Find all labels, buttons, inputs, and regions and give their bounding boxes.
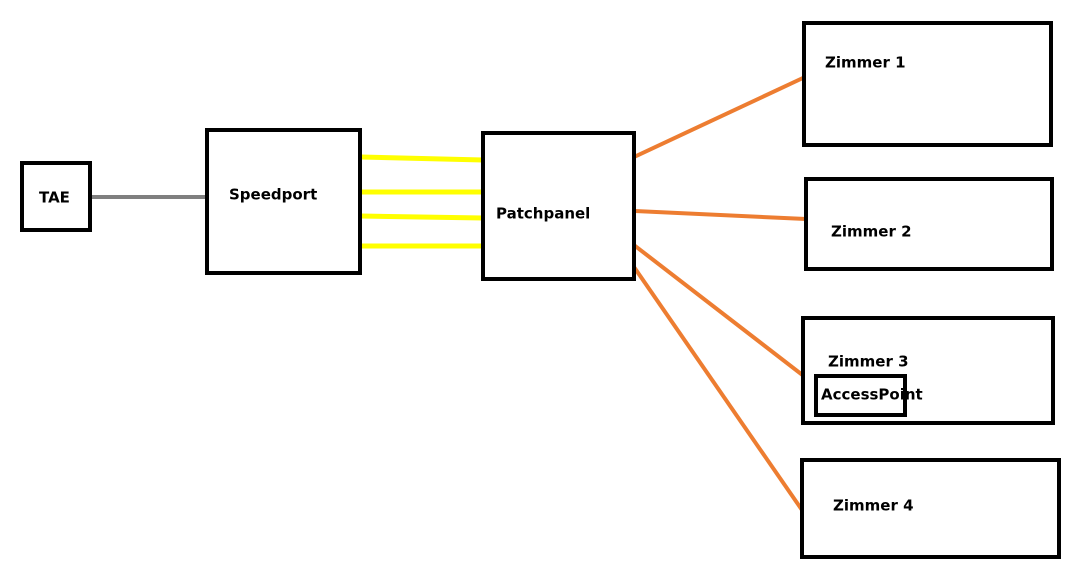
zimmer2-label: Zimmer 2 [831,223,912,241]
connections [90,75,820,512]
accesspoint-node: AccessPoint [814,374,923,417]
speedport-patchpanel-cable [360,213,484,221]
patchpanel-zimmer4-cable [632,265,804,512]
zimmer4-node: Zimmer 4 [800,458,1061,559]
patchpanel-zimmer1-cable [633,75,806,159]
zimmer3-node: Zimmer 3 AccessPoint [801,316,1055,425]
speedport-patchpanel-cable [360,154,484,163]
speedport-node: Speedport [205,128,362,275]
zimmer1-label: Zimmer 1 [825,54,906,72]
patchpanel-zimmer2-cable [633,209,807,221]
speedport-label: Speedport [229,186,317,204]
patchpanel-label: Patchpanel [496,205,590,223]
accesspoint-label: AccessPoint [821,386,923,404]
patchpanel-accesspoint-cable [628,240,820,389]
zimmer2-node: Zimmer 2 [804,177,1054,271]
tae-node: TAE [20,161,92,232]
zimmer1-node: Zimmer 1 [802,21,1053,147]
zimmer3-label: Zimmer 3 [828,353,909,371]
zimmer4-label: Zimmer 4 [833,497,914,515]
tae-label: TAE [39,189,70,207]
patchpanel-node: Patchpanel [481,131,636,281]
